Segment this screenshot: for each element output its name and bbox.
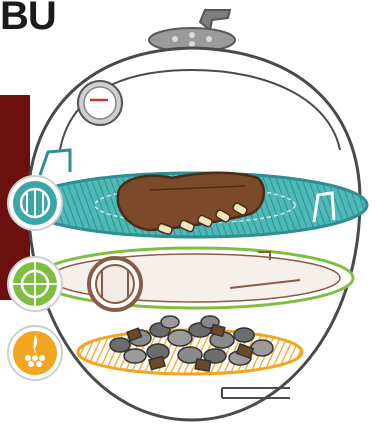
lid-vent (149, 10, 235, 52)
diffuser-plate-level (37, 248, 353, 308)
grate-icon (8, 176, 62, 230)
thermometer-icon (78, 81, 122, 125)
fire-icon (8, 326, 62, 380)
plate-level-icon (8, 257, 62, 311)
plate-icon (89, 258, 141, 310)
